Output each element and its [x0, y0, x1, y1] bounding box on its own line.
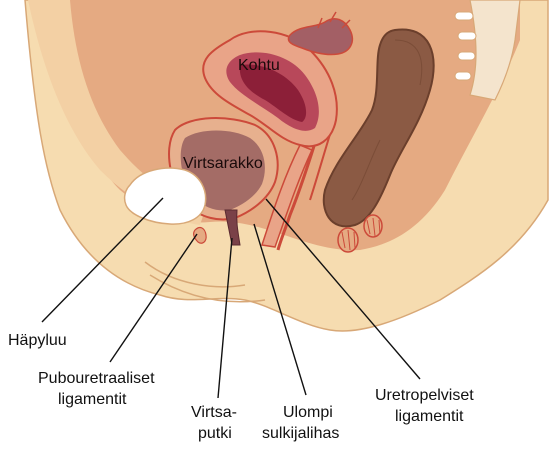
label-virtsarakko: Virtsarakko: [183, 155, 263, 172]
label-kohtu: Kohtu: [238, 57, 280, 74]
label-ulompi-line1: Ulompi: [283, 404, 333, 421]
label-virtsaputki-line1: Virtsa-: [191, 404, 237, 421]
label-pubouretraaliset-line2: ligamentit: [58, 391, 127, 408]
label-uretropelviset-line1: Uretropelviset: [375, 387, 474, 404]
label-virtsaputki-line2: putki: [198, 425, 232, 442]
label-uretropelviset-line2: ligamentit: [395, 408, 464, 425]
label-pubouretraaliset-line1: Pubouretraaliset: [38, 370, 155, 387]
label-hapyluu: Häpyluu: [8, 332, 67, 349]
label-ulompi-line2: sulkijalihas: [262, 425, 339, 442]
